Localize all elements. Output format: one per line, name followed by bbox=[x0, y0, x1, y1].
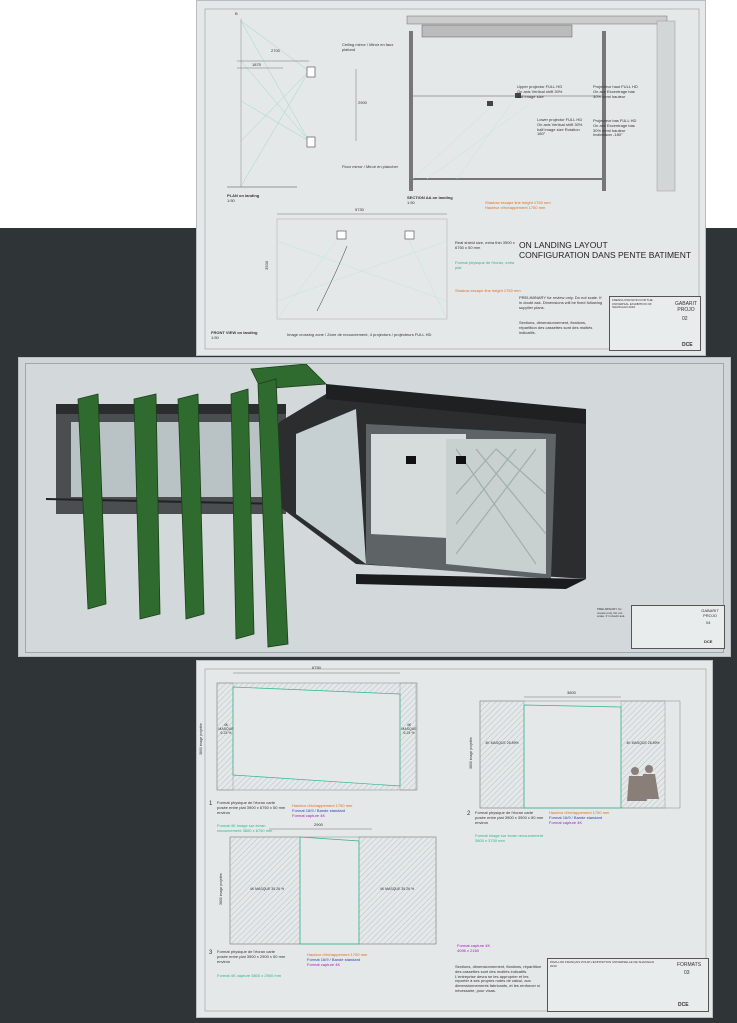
dim-6750: 6750 bbox=[312, 665, 321, 670]
title-block: FRENCH PAVILION FOR THE UNIVERSAL EXHIBI… bbox=[609, 296, 701, 351]
item-2-teal-note: Format image sur écran recouvrement 3800… bbox=[475, 833, 544, 843]
shadow-height-note: Shadow escape line height 1750 mm bbox=[485, 200, 551, 205]
ceiling-mirror-note: Ceiling mirror / Miroir en faux plafond bbox=[342, 42, 394, 52]
landing-layout-drawing bbox=[204, 8, 700, 350]
image-crossing-note: Image crossing zone / Zone de recouvreme… bbox=[287, 332, 432, 337]
formats-title-block-number: 03 bbox=[684, 970, 690, 976]
vertical-dim-2: 3800 image projetée bbox=[468, 737, 473, 770]
masque-label-2: 4K MASQUE 6.23 % bbox=[401, 723, 417, 736]
item-2-number: 2 bbox=[467, 811, 471, 817]
masque-label-3: 4K MASQUE 26.89% bbox=[485, 741, 519, 745]
title-block-logo: DCE bbox=[682, 342, 693, 348]
format1-capture: Format capture 4K bbox=[292, 813, 326, 818]
format2-16-9: Format 16/9 / Bande standard bbox=[549, 815, 603, 820]
masque-label-6: 4K MASQUE 35.26 % bbox=[379, 887, 415, 891]
dim-2900: 2900 bbox=[358, 100, 367, 105]
dim-2700: 2700 bbox=[271, 48, 280, 53]
lower-projector-note: Lower projector FULL HD On axis Vertical… bbox=[537, 117, 583, 137]
format3-16-9: Format 16/9 / Bande standard bbox=[307, 957, 361, 962]
sheet-title-line1: ON LANDING LAYOUT bbox=[519, 240, 608, 250]
sections-note: Sections, dimensionnement, fixations, ré… bbox=[519, 320, 593, 335]
item-1-teal-note: Format 4K image sur écran recouvrement 3… bbox=[217, 823, 273, 833]
formats-sections-note: Sections, dimensionnement, fixations, ré… bbox=[455, 964, 542, 993]
dim-5730: 5730 bbox=[355, 207, 364, 212]
format-physique-note: Format physique de l'écran, extra plat bbox=[455, 260, 515, 270]
vertical-dim-1: 3800 image projetée bbox=[198, 723, 203, 756]
real-screen-note: Real shield size, extra thin 3900 x 6750… bbox=[455, 240, 515, 250]
format1-hauteur: Hauteur d'échappement 1750 mm bbox=[292, 803, 353, 808]
plan-scale: 1:50 bbox=[227, 198, 235, 203]
dim-3500: 3500 bbox=[264, 260, 270, 270]
masque-label-4: 4K MASQUE 26.89% bbox=[626, 741, 660, 745]
item-1-note: Format physique de l'écran carte posée e… bbox=[217, 800, 286, 815]
format3-hauteur: Hauteur d'échappement 1750 mm bbox=[307, 952, 368, 957]
render-title-block-logo: DCE bbox=[704, 639, 713, 644]
item-3-note: Format physique de l'écran carte posée e… bbox=[217, 949, 286, 964]
formats-title-block-logo: DCE bbox=[678, 1002, 689, 1008]
drawing-sheet-3d-render: PRELIMINARY for review only. Do not scal… bbox=[18, 357, 731, 657]
preliminary-note: PRELIMINARY for review only. Do not scal… bbox=[519, 295, 603, 310]
format2-capture: Format capture 4K bbox=[549, 820, 583, 825]
render-preliminary-note: PRELIMINARY for review only. Do not scal… bbox=[597, 607, 626, 619]
formats-title-block-client: PAVILLON FRANÇAIS POUR L'EXPOSITION UNIV… bbox=[550, 960, 655, 968]
dim-2900: 2900 bbox=[314, 822, 323, 827]
section-label: SECTION AA on landing bbox=[407, 195, 453, 200]
front-shadow-note: Shadow escape line height 1750 mm bbox=[455, 288, 521, 293]
formats-drawing bbox=[204, 668, 707, 1012]
title-block-number: 02 bbox=[682, 316, 688, 322]
format2-hauteur: Hauteur d'échappement 1750 mm bbox=[549, 810, 610, 815]
format3-capture: Format capture 4K bbox=[307, 962, 341, 967]
render-title-block-title: GABARIT PROJO bbox=[701, 608, 719, 618]
projector-bas-note: Projecteur bas FULL HD On axe Excentrage… bbox=[593, 118, 637, 138]
render-title-block: GABARIT PROJO 04 DCE bbox=[631, 605, 725, 649]
capture-4k-note: Format capture 4K 4096 x 2160 bbox=[457, 943, 491, 953]
drawing-sheet-landing-layout: B 2700 1875 2900 PLAN on landing 1:50 Ce… bbox=[196, 0, 706, 356]
projector-haut-note: Projecteur haut FULL HD On axe Excentrag… bbox=[593, 84, 638, 99]
item-2-note: Format physique de l'écran carte posée e… bbox=[475, 810, 544, 825]
vertical-dim-3: 3800 image projetée bbox=[218, 873, 223, 906]
title-block-title: GABARIT PROJO bbox=[675, 301, 697, 313]
plan-label: PLAN on landing bbox=[227, 193, 260, 198]
front-view-label: FRONT VIEW on landing bbox=[211, 330, 258, 335]
formats-title-block: PAVILLON FRANÇAIS POUR L'EXPOSITION UNIV… bbox=[547, 958, 709, 1012]
item-1-number: 1 bbox=[209, 801, 213, 807]
masque-label-5: 4K MASQUE 35.26 % bbox=[249, 887, 285, 891]
floor-mirror-note: Floor mirror / Miroir en plancher bbox=[342, 164, 399, 169]
upper-projector-note: Upper projector FULL HD On axis Vertical… bbox=[517, 84, 563, 99]
item-3-number: 3 bbox=[209, 950, 213, 956]
sheet-title-line2: CONFIGURATION DANS PENTE BATIMENT bbox=[519, 250, 692, 260]
render-viewport bbox=[25, 363, 724, 653]
item-3-teal-note: Format 4K capture 3800 x 2900 mm bbox=[217, 973, 282, 978]
render-title-block-number: 04 bbox=[706, 620, 711, 625]
format1-16-9: Format 16/9 / Bande standard bbox=[292, 808, 346, 813]
hauteur-note: Hauteur d'échappement 1750 mm bbox=[485, 205, 546, 210]
drawing-sheet-formats: 6750 3800 2900 4K MASQUE 6.23 % 4K MASQU… bbox=[196, 660, 713, 1018]
dim-1875: 1875 bbox=[252, 62, 261, 67]
plan-marker: B bbox=[235, 11, 238, 16]
masque-label-1: 4K MASQUE 6.23 % bbox=[218, 723, 234, 736]
section-scale: 1:50 bbox=[407, 200, 415, 205]
pavilion-3d-render bbox=[26, 364, 723, 652]
title-block-client: FRENCH PAVILION FOR THE UNIVERSAL EXHIBI… bbox=[612, 298, 653, 310]
dim-3800: 3800 bbox=[567, 690, 576, 695]
front-view-scale: 1:50 bbox=[211, 335, 219, 340]
formats-title-block-title: FORMATS bbox=[676, 962, 702, 968]
